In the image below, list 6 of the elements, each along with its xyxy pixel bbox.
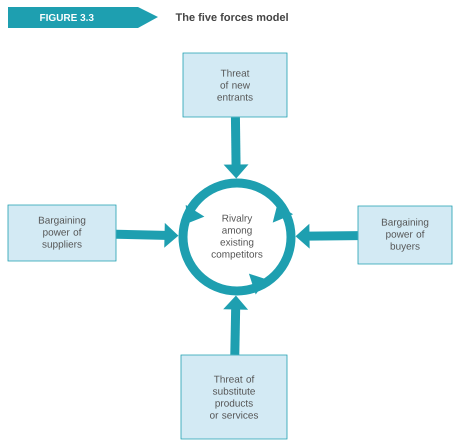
force-box: Bargaining power of buyers (358, 206, 452, 264)
force-box: Threat of new entrants (182, 52, 288, 118)
force-box: Bargaining power of suppliers (8, 204, 116, 262)
figure-title: The five forces model (176, 12, 288, 22)
force-box: Threat of substitute products or services (180, 354, 288, 440)
figure-banner: FIGURE 3.3 (8, 7, 158, 28)
